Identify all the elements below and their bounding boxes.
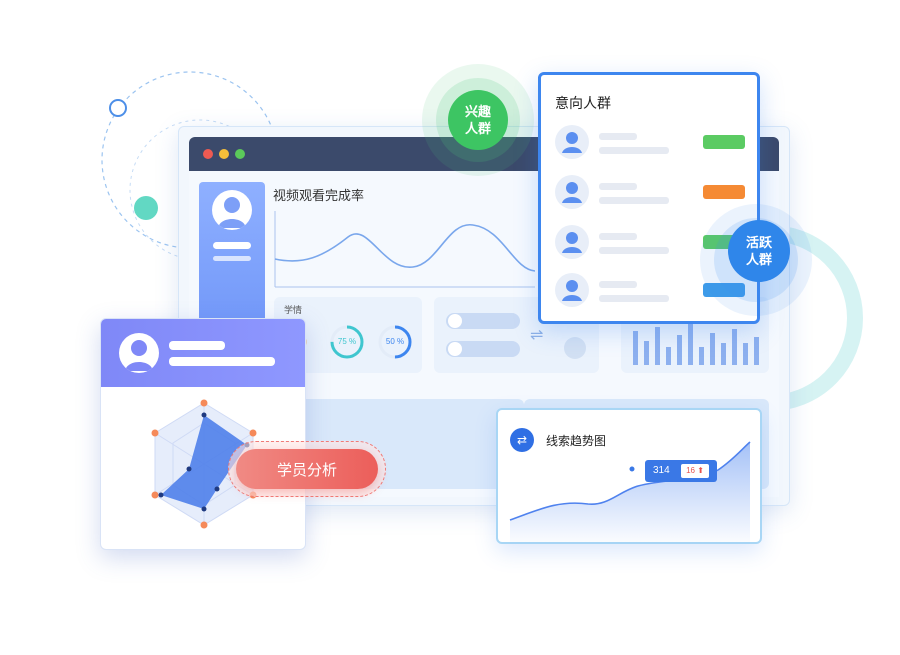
tooltip-value: 314 (653, 465, 670, 476)
user-avatar-icon (119, 333, 159, 373)
video-completion-chart: 视频观看完成率 (267, 181, 537, 291)
student-analysis-button[interactable]: 学员分析 (236, 449, 378, 489)
user-avatar-icon (448, 342, 462, 356)
placeholder-bar (599, 247, 669, 254)
status-tag (703, 135, 745, 149)
placeholder-bar (213, 242, 251, 249)
status-tag (703, 283, 745, 297)
intent-crowd-card: 意向人群 (538, 72, 760, 324)
lead-trend-card: ⇄ 线索趋势图 314 16 ⬆ (496, 408, 762, 544)
placeholder-bar (169, 357, 275, 366)
placeholder-pill (446, 313, 520, 329)
interest-crowd-bubble[interactable]: 兴趣 人群 (448, 90, 508, 150)
line-chart (274, 211, 535, 288)
minimize-dot-icon[interactable] (219, 149, 229, 159)
area-chart (509, 441, 751, 544)
list-item[interactable] (555, 273, 745, 311)
study-status-label: 学情 (284, 305, 303, 315)
chart-title: 视频观看完成率 (273, 188, 365, 203)
link-icon: ⇌ (530, 327, 544, 344)
tooltip-badge: 16 ⬆ (681, 464, 709, 478)
placeholder-pill (446, 341, 520, 357)
user-list-card: ⇌ (434, 297, 599, 373)
user-avatar-icon (555, 225, 589, 259)
user-avatar-icon (212, 190, 252, 230)
status-tag (703, 185, 745, 199)
student-analysis-card (100, 318, 306, 550)
intent-crowd-title: 意向人群 (555, 95, 611, 111)
placeholder-bar (599, 183, 637, 190)
ring-value: 50 % (385, 337, 405, 346)
student-header (101, 319, 305, 387)
placeholder-bar (213, 256, 251, 261)
placeholder-bar (169, 341, 225, 350)
user-avatar-icon (555, 125, 589, 159)
list-item[interactable] (555, 125, 745, 163)
placeholder-bar (599, 281, 637, 288)
radar-chart (151, 399, 257, 529)
placeholder-bar (599, 233, 637, 240)
list-item[interactable] (555, 175, 745, 213)
ring-value: 75 % (337, 337, 357, 346)
placeholder-bar (599, 133, 637, 140)
close-dot-icon[interactable] (203, 149, 213, 159)
chart-tooltip: 314 16 ⬆ (645, 460, 717, 482)
bar-chart (633, 323, 759, 365)
active-crowd-bubble[interactable]: 活跃 人群 (728, 220, 790, 282)
swap-icon: ⇄ (510, 428, 534, 452)
user-avatar-icon (448, 314, 462, 328)
ring-chart (378, 325, 412, 359)
ring-chart (330, 325, 364, 359)
placeholder-bar (599, 197, 669, 204)
placeholder-circle (564, 337, 586, 359)
maximize-dot-icon[interactable] (235, 149, 245, 159)
placeholder-bar (599, 147, 669, 154)
trend-title: 线索趋势图 (546, 434, 607, 448)
user-avatar-icon (555, 273, 589, 307)
user-avatar-icon (555, 175, 589, 209)
placeholder-bar (599, 295, 669, 302)
